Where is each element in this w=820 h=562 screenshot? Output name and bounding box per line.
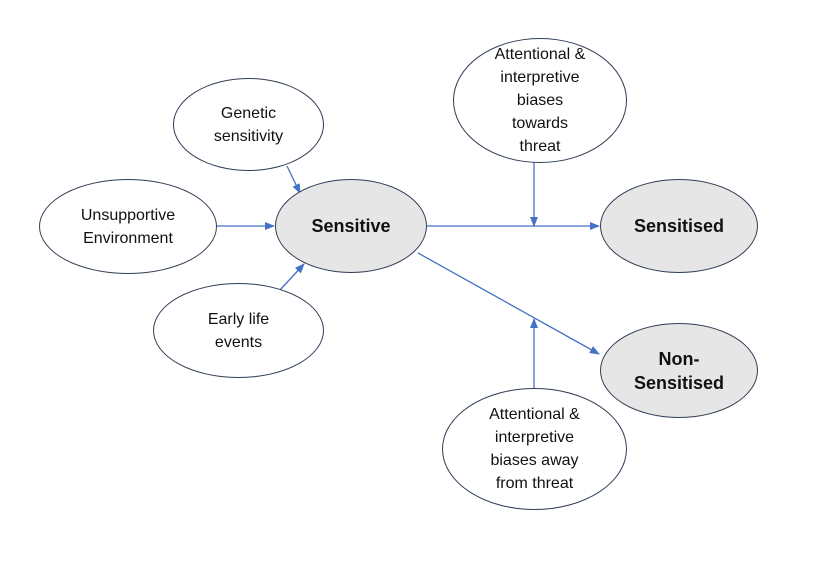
genetic-sensitivity-label: Genetic sensitivity [213, 104, 284, 145]
unsupportive-environment-label: Unsupportive Environment [80, 206, 176, 247]
arrow-genetic-to-sensitive [286, 165, 301, 194]
arrow-sensitive-to-non-sensitised [417, 252, 600, 355]
biases-towards-threat-label: Attentional & interpretive biases toward… [494, 46, 586, 155]
sensitive-node: Sensitive [275, 179, 427, 273]
biases-towards-threat-node: Attentional & interpretive biases toward… [453, 38, 627, 163]
genetic-sensitivity-node: Genetic sensitivity [173, 78, 324, 171]
sensitised-label: Sensitised [633, 216, 725, 236]
non-sensitised-label: Non- Sensitised [633, 348, 725, 393]
early-life-events-label: Early life events [207, 310, 270, 351]
non-sensitised-node: Non- Sensitised [600, 323, 758, 418]
early-life-events-node: Early life events [153, 283, 324, 378]
biases-away-from-threat-node: Attentional & interpretive biases away f… [442, 388, 627, 510]
unsupportive-environment-node: Unsupportive Environment [39, 179, 217, 274]
biases-away-from-threat-label: Attentional & interpretive biases away f… [489, 406, 580, 492]
arrow-early-to-sensitive [279, 263, 305, 291]
sensitised-node: Sensitised [600, 179, 758, 273]
sensitive-label: Sensitive [311, 216, 391, 236]
